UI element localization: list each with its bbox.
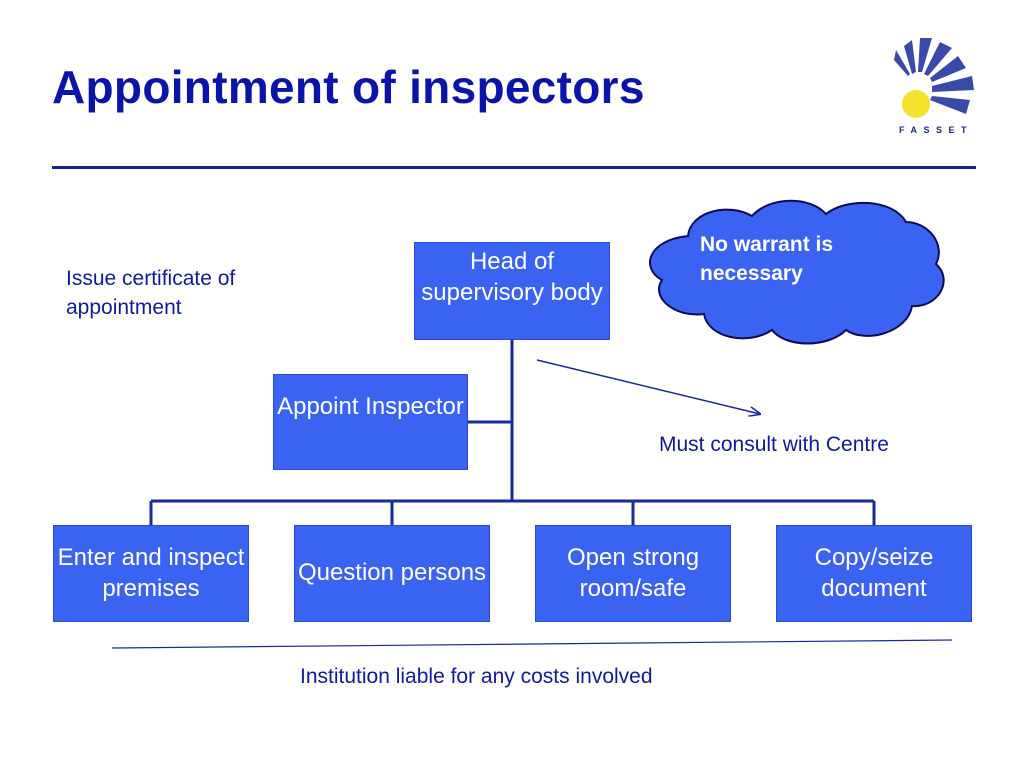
issue-certificate-note: Issue certificate of appointment	[66, 267, 236, 320]
title-divider	[52, 166, 976, 169]
head-of-supervisory-body-box: Head of supervisory body	[414, 242, 610, 340]
cloud-shape	[649, 199, 945, 345]
consult-arrow	[536, 359, 760, 414]
question-persons-label: Question persons	[297, 559, 487, 587]
head-of-supervisory-body-label: Head of supervisory body	[421, 248, 603, 306]
consult-centre-note: Must consult with Centre	[659, 433, 889, 456]
copy-seize-document-box: Copy/seize document	[776, 525, 972, 622]
enter-and-inspect-premises-box: Enter and inspect premises	[53, 525, 249, 622]
appoint-inspector-label: Appoint Inspector	[277, 393, 464, 420]
copy-seize-document-label: Copy/seize document	[814, 543, 934, 602]
appoint-inspector-box: Appoint Inspector	[273, 374, 468, 470]
logo-wordmark: FASSET	[898, 125, 973, 135]
open-strong-room-label: Open strong room/safe	[566, 543, 700, 602]
open-strong-room-box: Open strong room/safe	[535, 525, 731, 622]
question-persons-box: Question persons	[294, 525, 490, 622]
enter-and-inspect-premises-label: Enter and inspect premises	[57, 543, 245, 602]
institution-liable-note: Institution liable for any costs involve…	[300, 665, 653, 688]
footer-line	[111, 639, 953, 649]
cloud-note-text: No warrant is necessary	[700, 233, 834, 286]
fasset-logo-icon	[894, 38, 974, 118]
page-title: Appointment of inspectors	[52, 61, 645, 113]
